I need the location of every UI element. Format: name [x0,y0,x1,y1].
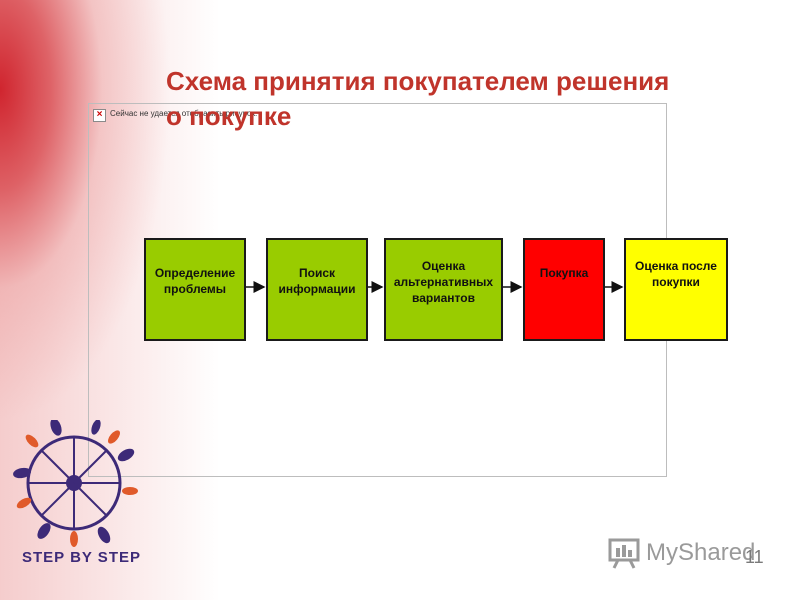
broken-image-icon: × [93,109,106,122]
watermark-text: MyShared [646,539,756,566]
watermark: MyShared [608,536,755,570]
sun-wheel-logo-icon [13,420,138,547]
broken-image-message: Сейчас не удается отобразить рисунок. [110,109,258,118]
page-number: 11 [745,547,764,567]
step-problem-recognition: Определение проблемы [144,238,246,341]
step-information-search: Поиск информации [266,238,368,341]
step-purchase: Покупка [523,238,605,341]
step-post-purchase-evaluation: Оценка после покупки [624,238,728,341]
step-evaluation-of-alternatives: Оценка альтернативных вариантов [384,238,503,341]
slide-title: Схема принятия покупателем решения о пок… [166,66,670,131]
logo-caption: STEP BY STEP [22,549,141,566]
presentation-board-icon [608,538,640,569]
